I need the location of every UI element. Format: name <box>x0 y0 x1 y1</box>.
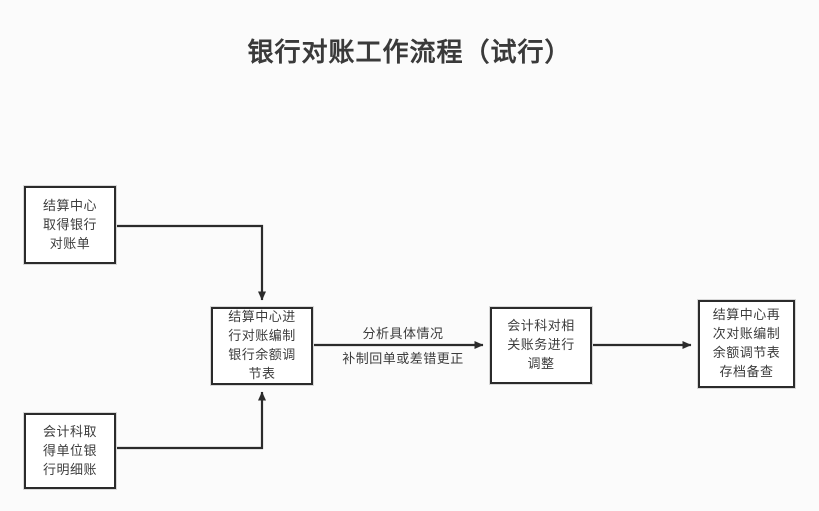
connector-statement-to-reconcile <box>116 224 266 301</box>
node-unit-ledger[interactable]: 会计科取 得单位银 行明细账 <box>23 412 117 490</box>
node-adjust-accounts-label: 会计科对相 关账务进行 调整 <box>507 319 575 372</box>
edge-label-analyze-situation: 分析具体情况 <box>362 327 444 342</box>
node-reconcile-label: 结算中心进 行对账编制 银行余额调 节表 <box>228 310 296 382</box>
node-unit-ledger-label: 会计科取 得单位银 行明细账 <box>42 424 97 478</box>
node-archive[interactable]: 结算中心再 次对账编制 余额调节表 存档备查 <box>697 299 796 389</box>
node-adjust-accounts[interactable]: 会计科对相 关账务进行 调整 <box>489 306 593 385</box>
node-archive-label: 结算中心再 次对账编制 余额调节表 存档备查 <box>712 308 781 380</box>
connector-ledger-to-reconcile <box>116 391 266 450</box>
node-bank-statement-label: 结算中心 取得银行 对账单 <box>42 198 97 252</box>
node-reconcile[interactable]: 结算中心进 行对账编制 银行余额调 节表 <box>210 306 314 386</box>
page-title: 银行对账工作流程（试行） <box>247 38 572 68</box>
node-bank-statement[interactable]: 结算中心 取得银行 对账单 <box>23 185 117 265</box>
edge-label-correct-errors: 补制回单或差错更正 <box>342 352 464 367</box>
